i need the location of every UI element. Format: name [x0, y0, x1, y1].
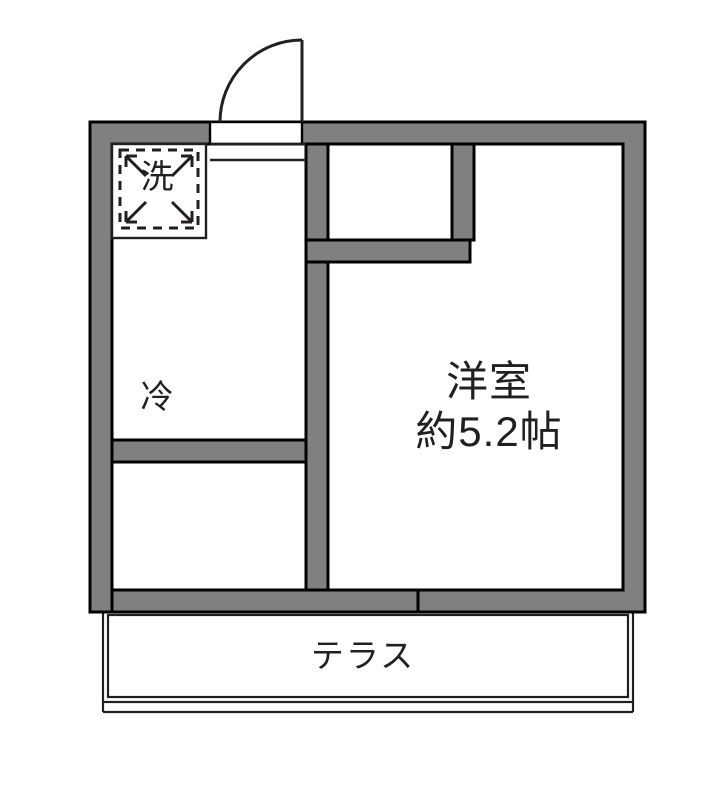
interior-walls: [110, 142, 476, 614]
main-room-name: 洋室: [445, 358, 532, 405]
washer-space-label: 洗: [140, 158, 174, 195]
terrace-area: [101, 608, 635, 714]
entrance-hall: [208, 38, 306, 162]
terrace-label: テラス: [310, 637, 416, 674]
fridge-space-label: 冷: [140, 378, 174, 415]
main-room-size: 約5.2帖: [415, 408, 563, 455]
entrance-door-swing: [218, 38, 304, 123]
main-room-label: 洋室 約5.2帖: [396, 357, 582, 457]
washing-machine-space: [110, 142, 208, 240]
